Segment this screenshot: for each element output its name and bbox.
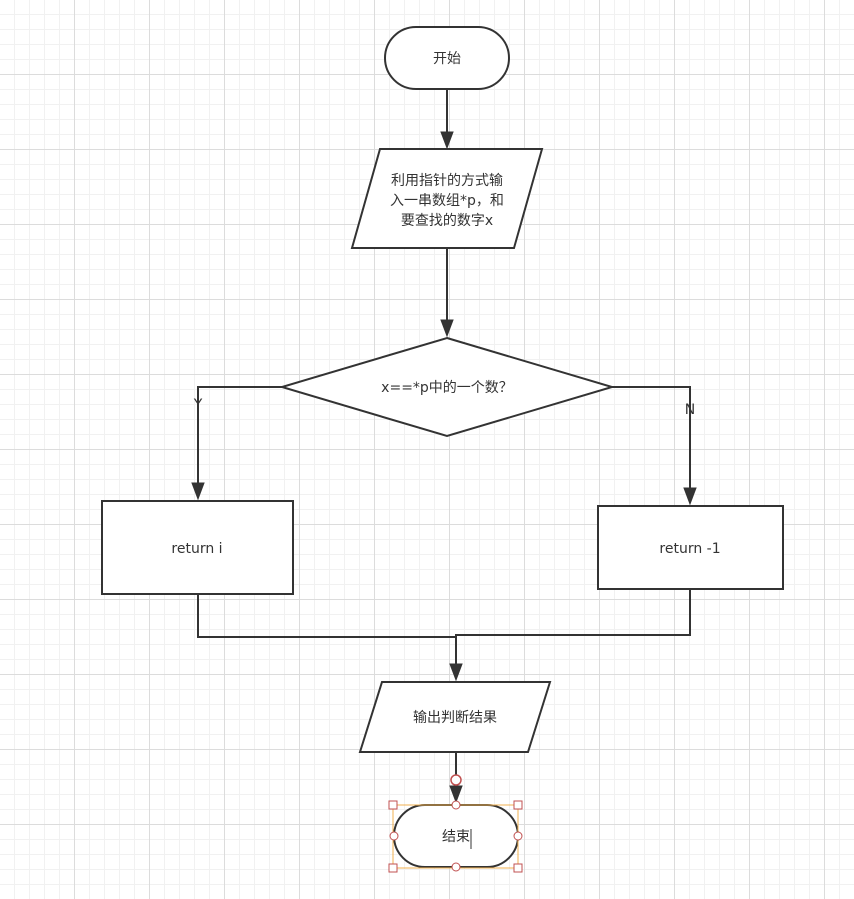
connector-decision-yes[interactable] <box>197 386 282 483</box>
connection-point[interactable] <box>389 831 399 841</box>
connector-decision-no[interactable] <box>612 386 691 488</box>
decision-node[interactable]: x==*p中的一个数？ <box>278 336 616 438</box>
arrowhead <box>440 131 454 150</box>
resize-handle[interactable] <box>513 863 523 873</box>
connector-return-i-to-output[interactable] <box>197 595 456 638</box>
end-node[interactable]: 结束 <box>393 804 519 868</box>
arrowhead <box>449 785 463 804</box>
decision-label: x==*p中的一个数？ <box>381 380 513 396</box>
input-label-line-1: 利用指针的方式输 <box>391 173 503 189</box>
resize-handle[interactable] <box>513 800 523 810</box>
arrowhead <box>191 482 205 501</box>
yes-branch-label: Y <box>193 397 203 413</box>
resize-handle[interactable] <box>388 800 398 810</box>
return-not-found-node[interactable]: return -1 <box>597 505 784 590</box>
arrowhead <box>449 663 463 682</box>
input-label-line-3: 要查找的数字x <box>401 213 493 229</box>
input-node[interactable]: 利用指针的方式输 入一串数组*p，和 要查找的数字x <box>350 148 544 249</box>
resize-handle[interactable] <box>388 863 398 873</box>
selection-handles <box>388 774 523 873</box>
connection-point[interactable] <box>451 862 461 872</box>
connection-point[interactable] <box>451 800 461 810</box>
return-found-node[interactable]: return i <box>101 500 294 595</box>
end-label: 结束 <box>442 829 470 845</box>
no-branch-label: N <box>685 402 695 418</box>
output-node[interactable]: 输出判断结果 <box>358 681 552 753</box>
start-label: 开始 <box>433 51 461 67</box>
connector-return-minus1-to-output[interactable] <box>455 590 691 664</box>
connector-endpoint-handle[interactable] <box>450 774 462 786</box>
output-label: 输出判断结果 <box>413 710 497 726</box>
start-node[interactable]: 开始 <box>384 26 510 90</box>
connectors <box>191 90 697 804</box>
input-label-line-2: 入一串数组*p，和 <box>390 193 504 209</box>
arrowhead <box>440 319 454 338</box>
return-not-found-label: return -1 <box>659 541 720 557</box>
connection-point[interactable] <box>513 831 523 841</box>
arrowhead <box>683 487 697 506</box>
return-found-label: return i <box>171 541 222 557</box>
